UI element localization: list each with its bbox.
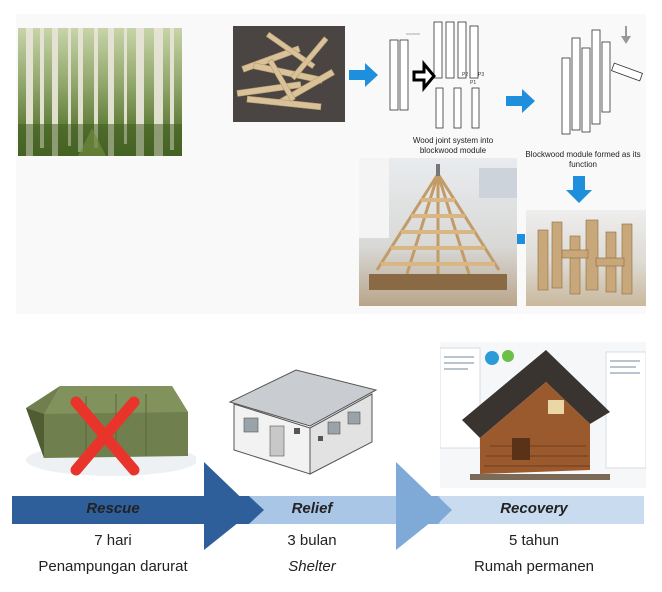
- wood-pile-photo: [233, 26, 345, 122]
- blockwood-module-diagram: [561, 26, 643, 135]
- stage-duration-rescue: 7 hari: [94, 532, 132, 549]
- wood-joint-diagram: P2 P1 P3: [389, 21, 484, 129]
- caption-blockwood-module: Blockwood module formed as its function: [525, 150, 641, 169]
- permanent-house-illustration: [439, 342, 647, 488]
- shelter-illustration: [228, 369, 378, 475]
- label-p3: P3: [478, 72, 484, 78]
- chevron-right-icon: [396, 462, 446, 550]
- stage-title-relief: Relief: [291, 500, 333, 517]
- stage-description-rescue: Penampungan darurat: [38, 558, 188, 575]
- flow-arrow-right-icon: [349, 63, 378, 87]
- flow-arrow-right-icon: [506, 89, 535, 113]
- forest-photo: [18, 28, 182, 156]
- label-p1: P1: [470, 80, 476, 86]
- pyramid-model-photo: [359, 158, 517, 306]
- stage-duration-relief: 3 bulan: [287, 532, 337, 549]
- caption-wood-joint: Wood joint system into blockwood module: [412, 136, 494, 155]
- blockwood-walls-photo: [526, 210, 646, 306]
- cross-mark-icon: [70, 396, 140, 476]
- emergency-tent-illustration: [26, 386, 196, 476]
- stage-title-rescue: Rescue: [86, 500, 140, 517]
- label-p2: P2: [462, 72, 468, 78]
- stage-description-recovery: Rumah permanen: [473, 558, 595, 575]
- chevron-right-icon: [204, 462, 254, 550]
- stage-title-recovery: Recovery: [500, 500, 568, 517]
- stage-description-relief: Shelter: [288, 558, 336, 575]
- stage-duration-recovery: 5 tahun: [508, 532, 560, 549]
- flow-arrow-down-icon: [566, 176, 592, 203]
